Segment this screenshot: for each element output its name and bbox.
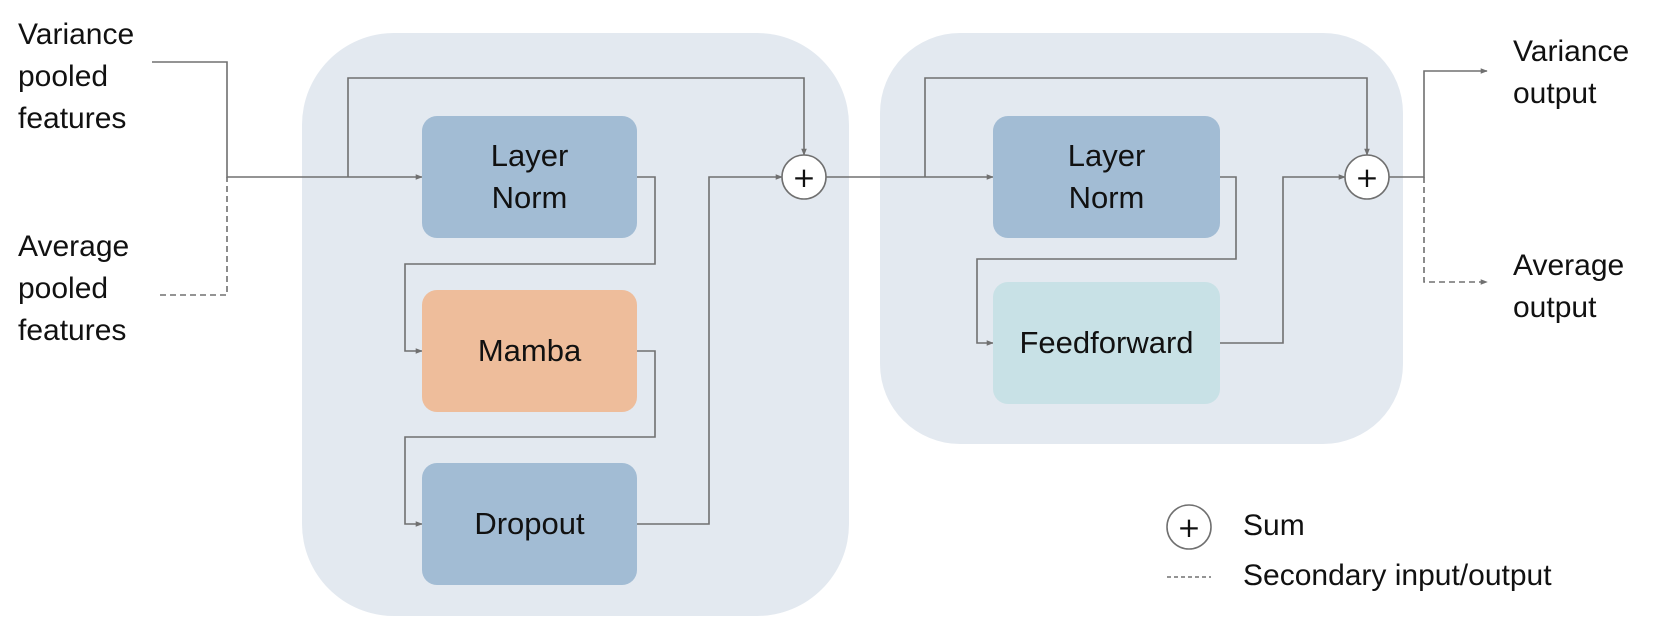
average-input-line2: pooled: [18, 272, 109, 305]
svg-text:+: +: [1177, 511, 1200, 544]
ff-residual-skip-wire: [924, 77, 1370, 177]
norm-to-feedforward-wire: [976, 176, 1237, 346]
variance-output-line1: Variance: [1513, 35, 1630, 68]
residual-skip-wire: [347, 77, 807, 177]
average-input-line3: features: [18, 314, 127, 347]
variance-output-wire: [1389, 68, 1488, 178]
layer-norm-label-line2: Norm: [491, 180, 568, 215]
sum-node-right: +: [1344, 154, 1390, 200]
feedforward-block: Feedforward: [993, 282, 1220, 404]
variance-output-line2: output: [1513, 77, 1597, 110]
variance-input-line1: Variance: [18, 18, 135, 51]
average-input-wire: [160, 177, 228, 296]
average-input-line1: Average: [18, 230, 130, 263]
mamba-label: Mamba: [477, 333, 582, 368]
variance-input-line3: features: [18, 102, 127, 135]
svg-text:+: +: [1355, 161, 1378, 194]
legend-secondary-label: Secondary input/output: [1243, 559, 1552, 592]
legend-sum-symbol: +: [1166, 504, 1212, 550]
average-output-wire: [1423, 177, 1488, 285]
dropout-label: Dropout: [474, 506, 585, 541]
variance-input-wire: [152, 61, 423, 180]
variance-input-line2: pooled: [18, 60, 109, 93]
feedforward-to-sum-wire: [1220, 174, 1346, 344]
average-input-label: Average pooled features: [18, 226, 129, 352]
average-output-label: Average output: [1513, 245, 1624, 329]
dropout-to-sum-wire: [637, 174, 783, 525]
variance-output-label: Variance output: [1513, 31, 1629, 115]
dropout-block: Dropout: [422, 463, 637, 585]
norm-to-mamba-wire: [404, 176, 656, 354]
mamba-block: Mamba: [422, 290, 637, 412]
average-output-line1: Average: [1513, 249, 1625, 282]
svg-text:+: +: [792, 161, 815, 194]
ff-layer-norm-label-line1: Layer: [1067, 138, 1146, 173]
sum-node-left: +: [781, 154, 827, 200]
mamba-to-dropout-wire: [404, 350, 656, 527]
feedforward-label: Feedforward: [1019, 325, 1194, 360]
variance-input-label: Variance pooled features: [18, 14, 134, 140]
layer-norm-label-line1: Layer: [490, 138, 569, 173]
legend-sum-label: Sum: [1243, 509, 1305, 542]
average-output-line2: output: [1513, 291, 1597, 324]
ff-layer-norm-label-line2: Norm: [1068, 180, 1145, 215]
